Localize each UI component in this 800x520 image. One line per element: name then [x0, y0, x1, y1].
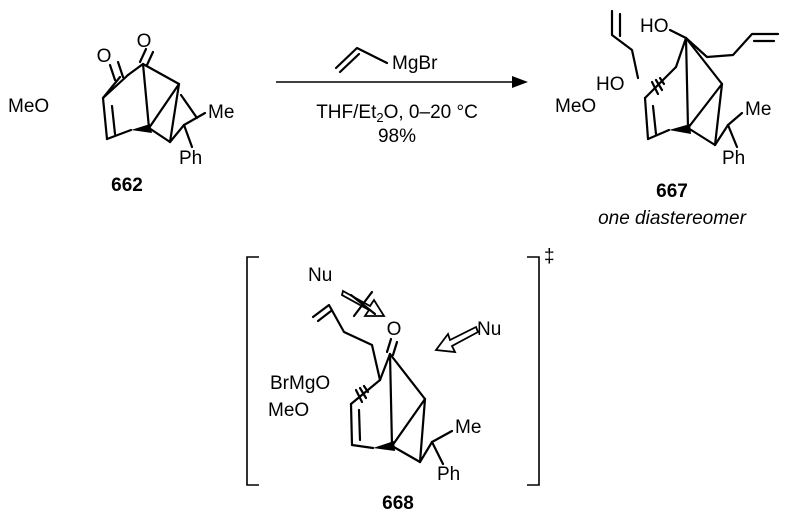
left-bracket	[246, 256, 259, 486]
arrow-head	[512, 76, 528, 88]
conditions-text: THF/Et2O, 0–20 °C	[316, 102, 478, 125]
compound-id-667: 667	[656, 181, 688, 202]
reagent-label: MgBr	[392, 53, 438, 74]
ketone-o-label: O	[387, 319, 402, 340]
methoxy-label: MeO	[555, 96, 596, 117]
alkoxide-label: BrMgO	[270, 373, 330, 394]
compound-id-662: 662	[111, 175, 143, 196]
structure-662: O O MeO Me Ph 662	[8, 31, 234, 196]
diastereomer-note: one diastereomer	[598, 208, 747, 229]
yield-text: 98%	[378, 126, 416, 147]
right-bracket	[527, 256, 540, 486]
favoured-approach-arrow	[434, 325, 480, 354]
methyl-label: Me	[745, 99, 771, 120]
transition-state-668: ‡ Nu Nu O BrMgO MeO Me	[246, 246, 555, 514]
phenyl-label: Ph	[437, 464, 460, 485]
phenyl-label: Ph	[179, 148, 202, 169]
blocked-cross	[349, 290, 377, 318]
phenyl-label: Ph	[722, 148, 745, 169]
methyl-label: Me	[455, 417, 481, 438]
hydroxyl-top-label: HO	[640, 16, 669, 37]
structure-667: HO HO MeO Me Ph 667 one diastereomer	[555, 9, 780, 229]
ketone-o-left: O	[97, 46, 112, 67]
methoxy-label: MeO	[8, 96, 49, 117]
methyl-label: Me	[208, 102, 234, 123]
ketone-o-top: O	[137, 31, 152, 52]
nucleophile-attack: Nu	[477, 319, 501, 340]
compound-id-668: 668	[382, 493, 414, 514]
double-dagger-symbol: ‡	[544, 246, 555, 267]
nucleophile-blocked: Nu	[308, 265, 332, 286]
methoxy-label: MeO	[268, 400, 309, 421]
hydroxyl-left-label: HO	[596, 74, 625, 95]
reaction-arrow-group: MgBr THF/Et2O, 0–20 °C 98%	[276, 46, 528, 147]
